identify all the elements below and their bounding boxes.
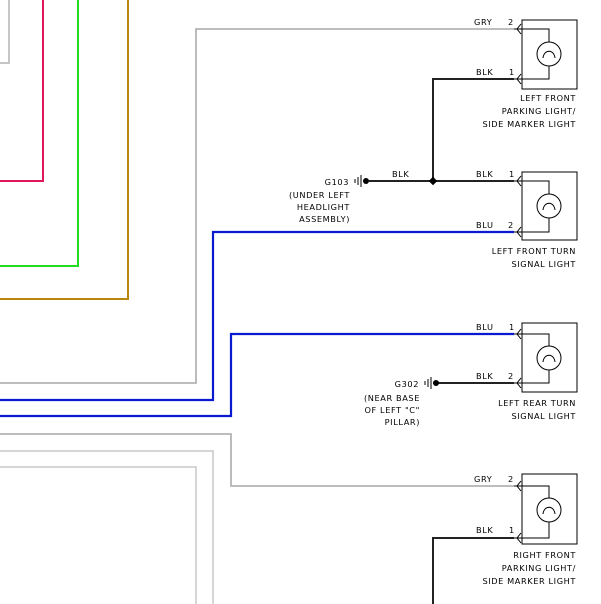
component-label-rf-park: RIGHT FRONT [513, 550, 576, 560]
component-label-lf-park: PARKING LIGHT/ [502, 106, 576, 116]
component-label-lf-turn: SIGNAL LIGHT [511, 259, 576, 269]
ground-wires [354, 78, 514, 604]
ground-symbol-g103 [354, 175, 369, 187]
wire-color-label: BLK [476, 169, 493, 179]
blu-wire-lf-turn [0, 230, 514, 402]
pin-label: 1 [509, 67, 515, 77]
pin-label: 2 [508, 17, 514, 27]
pin-label: 1 [509, 525, 515, 535]
wire-color-label: BLK [476, 525, 493, 535]
gry-wire-lf-park [0, 28, 514, 384]
ground-id-g103: G103 [325, 177, 349, 187]
gray-wire-top-left [0, 0, 10, 64]
wire-labels: GRY 2 BLK 1 BLK BLK 1 BLU 2 BLU 1 BLK 2 … [392, 17, 515, 535]
wire-color-label: BLU [476, 322, 494, 332]
wire-color-label: GRY [474, 474, 493, 484]
ground-location: (UNDER LEFT [289, 190, 350, 200]
light-gray-wire-inner [0, 466, 197, 604]
ground-id-g302: G302 [395, 379, 419, 389]
component-label-lr-turn: LEFT REAR TURN [498, 398, 576, 408]
component-label-lf-turn: LEFT FRONT TURN [492, 246, 576, 256]
wire-color-label: BLK [392, 169, 409, 179]
component-label-lf-park: SIDE MARKER LIGHT [482, 119, 576, 129]
ground-location: OF LEFT "C" [364, 405, 420, 415]
component-lr-turn [514, 322, 578, 393]
ground-location: HEADLIGHT [297, 202, 351, 212]
ground-location: (NEAR BASE [364, 393, 420, 403]
blu-wire-lr-turn [0, 332, 514, 418]
pin-label: 2 [508, 474, 514, 484]
green-wire [0, 0, 79, 267]
wire-color-label: BLK [476, 371, 493, 381]
pin-label: 2 [508, 371, 514, 381]
blk-wire-rf-park [432, 537, 514, 604]
pin-label: 1 [509, 169, 515, 179]
red-wire [0, 0, 44, 182]
splice-node [428, 176, 438, 186]
component-lf-turn [514, 171, 578, 241]
component-label-rf-park: PARKING LIGHT/ [502, 563, 576, 573]
light-gray-wire-outer [0, 450, 214, 604]
blk-wire-lf-park [432, 78, 514, 181]
tan-wire [0, 0, 129, 300]
component-label-lf-park: LEFT FRONT [520, 93, 576, 103]
component-labels: LEFT FRONT PARKING LIGHT/ SIDE MARKER LI… [482, 93, 576, 586]
component-label-lr-turn: SIGNAL LIGHT [511, 411, 576, 421]
wire-color-label: BLU [476, 220, 494, 230]
pin-label: 1 [509, 322, 515, 332]
ground-location: PILLAR) [385, 417, 420, 427]
gry-wire-rf-park [0, 433, 514, 487]
ground-location: ASSEMBLY) [299, 214, 350, 224]
component-label-rf-park: SIDE MARKER LIGHT [482, 576, 576, 586]
pin-label: 2 [508, 220, 514, 230]
ground-symbol-g302 [424, 377, 439, 389]
harness-wires [0, 0, 514, 604]
component-lf-park [514, 19, 578, 90]
ground-labels: G103 (UNDER LEFT HEADLIGHT ASSEMBLY) G30… [289, 177, 420, 427]
wire-color-label: BLK [476, 67, 493, 77]
wire-color-label: GRY [474, 17, 493, 27]
component-rf-park [514, 473, 578, 545]
